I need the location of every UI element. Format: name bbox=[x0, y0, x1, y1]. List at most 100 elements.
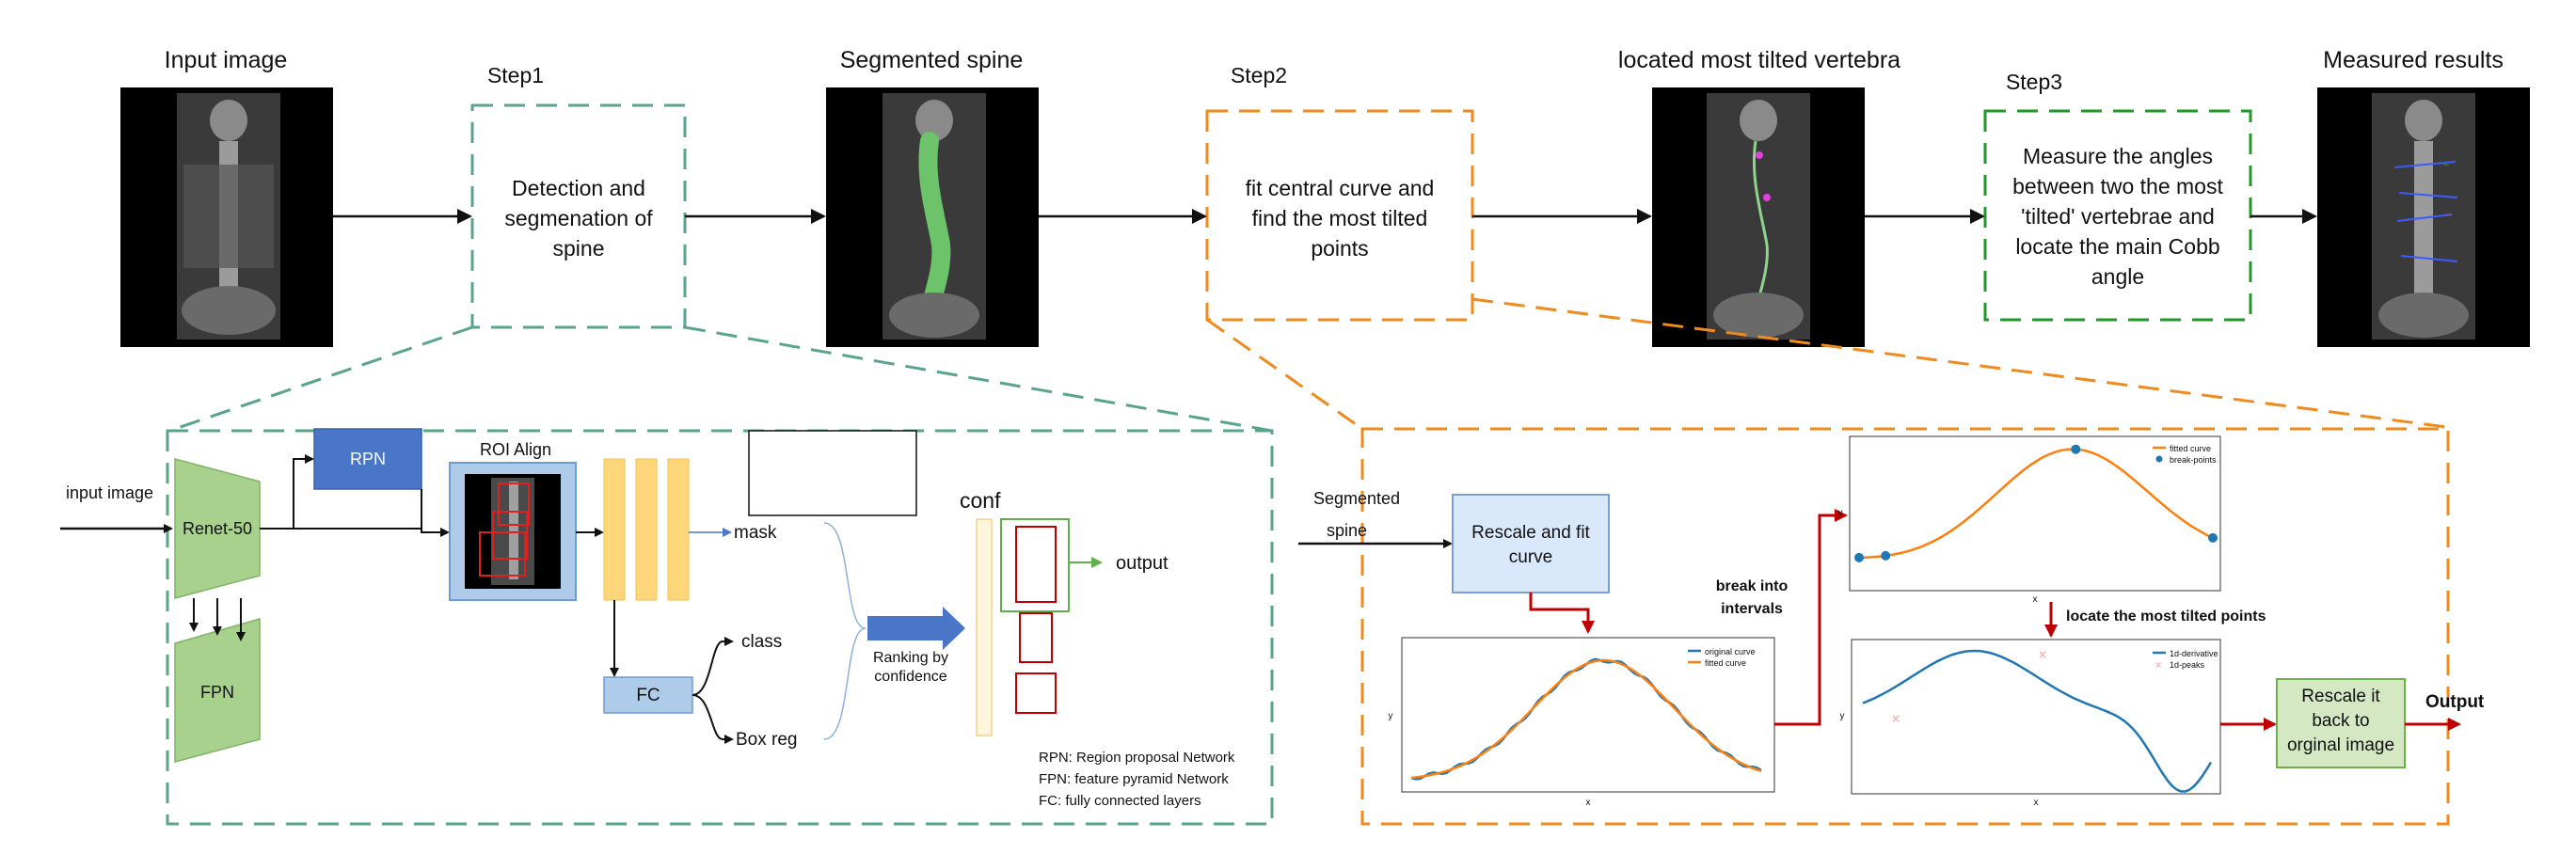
step3-label: Step3 bbox=[2006, 70, 2062, 94]
step3-text-line: Measure the angles bbox=[2023, 144, 2213, 168]
zoom-line-step1-right bbox=[684, 325, 1273, 433]
legend-swatch-peaks: × bbox=[2155, 660, 2162, 671]
step2-text-line: points bbox=[1311, 236, 1368, 261]
located-vertebra-title: located most tilted vertebra bbox=[1618, 47, 1900, 73]
step2-text-line: find the most tilted bbox=[1252, 206, 1428, 230]
derivative-peak-marker: × bbox=[1891, 712, 1900, 725]
confidence-bar bbox=[976, 518, 993, 736]
derivative-line bbox=[1862, 649, 2213, 793]
plot3-legend-peaks: 1d-peaks bbox=[2170, 660, 2205, 670]
measured-xray-image: ~ ~ bbox=[2317, 87, 2530, 347]
fc-label: FC bbox=[636, 686, 660, 705]
ranking-arrow bbox=[867, 607, 965, 650]
input-image-label: input image bbox=[66, 483, 153, 502]
step3-text-line: angle bbox=[2091, 264, 2144, 289]
mask-head-layer-1 bbox=[603, 458, 626, 601]
segmented-xray-image bbox=[826, 87, 1039, 347]
segmented-spine-title: Segmented spine bbox=[840, 47, 1024, 73]
mask-label: mask bbox=[734, 523, 777, 543]
curve-fitting-panel bbox=[1360, 427, 2450, 826]
zoom-line-step1-left bbox=[168, 325, 473, 433]
step1-text-line: Detection and bbox=[512, 176, 645, 200]
arrow-fc-to-class bbox=[692, 637, 734, 696]
legend-line: FPN: feature pyramid Network bbox=[1039, 771, 1229, 787]
boxreg-label: Box reg bbox=[736, 730, 797, 750]
detection-box-2 bbox=[1019, 612, 1053, 663]
roi-xray-thumbnail bbox=[465, 474, 561, 589]
plot1-legend-original: original curve bbox=[1705, 647, 1756, 656]
zoom-line-step2-left bbox=[1206, 318, 1363, 431]
plot1-y-axis-label: y bbox=[1389, 711, 1393, 721]
step3-text-line: 'tilted' vertebrae and bbox=[2021, 204, 2215, 229]
step3-text-line: between two the most bbox=[2012, 174, 2223, 198]
svg-text:~: ~ bbox=[2442, 161, 2450, 170]
plot2-x-axis-label: x bbox=[2033, 594, 2038, 605]
conf-label: conf bbox=[960, 488, 1001, 513]
ranking-label-line: Ranking by bbox=[873, 650, 948, 666]
rescale-back-label-line: orginal image bbox=[2287, 735, 2394, 755]
legend-line: FC: fully connected layers bbox=[1039, 793, 1201, 809]
input-xray-image bbox=[120, 87, 333, 347]
plot1-legend-fitted: fitted curve bbox=[1705, 658, 1746, 668]
break-point-marker bbox=[1854, 552, 1864, 562]
plot-fitted-curve: original curve fitted curve x y bbox=[1389, 637, 1775, 808]
class-label: class bbox=[741, 632, 782, 652]
zoom-line-step2-right bbox=[1471, 297, 2447, 429]
step2-label: Step2 bbox=[1231, 63, 1287, 87]
heads-brace bbox=[823, 522, 867, 740]
step1-label: Step1 bbox=[487, 63, 544, 87]
fitted-curve-line bbox=[1858, 448, 2214, 560]
plot-derivative: × × 1d-derivative × 1d-peaks x y bbox=[1840, 639, 2221, 808]
rpn-label: RPN bbox=[350, 450, 386, 468]
plot3-y-axis-label: y bbox=[1840, 711, 1845, 721]
step3-text-line: locate the main Cobb bbox=[2015, 234, 2219, 259]
fitted-curve-line bbox=[1410, 658, 1762, 780]
detection-box-3 bbox=[1015, 672, 1057, 714]
input-image-title: Input image bbox=[165, 47, 288, 73]
plot2-y-axis-label: y bbox=[1838, 508, 1843, 518]
top-detection-highlight bbox=[1000, 518, 1070, 612]
ranking-label-line: confidence bbox=[874, 669, 946, 685]
rpn-block bbox=[313, 428, 422, 490]
derivative-peak-marker: × bbox=[2038, 648, 2047, 661]
final-output-label: Output bbox=[2425, 692, 2485, 712]
rescale-back-label-line: Rescale it bbox=[2301, 687, 2380, 706]
arrow-fc-to-boxreg bbox=[692, 694, 734, 744]
rescale-fit-label-line: Rescale and fit bbox=[1471, 523, 1590, 543]
plot-break-points: fitted curve break-points x y bbox=[1838, 435, 2221, 605]
step1-text-line: segmenation of bbox=[504, 206, 653, 230]
break-point-marker bbox=[1881, 550, 1891, 561]
located-xray-image bbox=[1652, 87, 1865, 347]
step2-text-line: fit central curve and bbox=[1246, 176, 1435, 200]
svg-text:~: ~ bbox=[2444, 212, 2452, 221]
break-intervals-label-line: break into bbox=[1716, 578, 1789, 594]
detection-box-1 bbox=[1015, 526, 1057, 603]
locate-tilted-label: locate the most tilted points bbox=[2066, 609, 2266, 625]
rescale-back-label-line: back to bbox=[2312, 711, 2369, 731]
plot3-legend-derivative: 1d-derivative bbox=[2170, 649, 2218, 658]
rescale-fit-box bbox=[1452, 494, 1610, 593]
fpn-block bbox=[174, 618, 261, 763]
measured-results-title: Measured results bbox=[2323, 47, 2504, 73]
plot3-x-axis-label: x bbox=[2034, 798, 2039, 808]
detection-panel bbox=[166, 429, 1274, 826]
arrow-rescale-to-plot1 bbox=[1529, 593, 1595, 634]
plot1-x-axis-label: x bbox=[1586, 798, 1591, 808]
plot2-legend-breakpoints: break-points bbox=[2170, 455, 2217, 465]
fc-block bbox=[603, 676, 693, 714]
mask-head-layer-3 bbox=[667, 458, 690, 601]
mask-head-layer-2 bbox=[635, 458, 658, 601]
resnet-backbone-block bbox=[174, 458, 261, 599]
detection-output-label: output bbox=[1116, 553, 1169, 574]
plot2-legend-fitted: fitted curve bbox=[2170, 444, 2211, 453]
line-backbone-to-roi bbox=[260, 528, 448, 533]
segmented-spine-label-line: Segmented bbox=[1313, 489, 1400, 508]
legend-swatch-breakpoints bbox=[2155, 455, 2163, 463]
break-point-marker bbox=[2208, 532, 2218, 543]
rescale-fit-label-line: curve bbox=[1509, 547, 1552, 567]
roi-align-label: ROI Align bbox=[480, 440, 551, 459]
backbone-label: Renet-50 bbox=[183, 519, 252, 538]
arrow-rpn-to-roi bbox=[421, 489, 450, 537]
arrow-plot1-to-plot2 bbox=[1774, 509, 1848, 726]
